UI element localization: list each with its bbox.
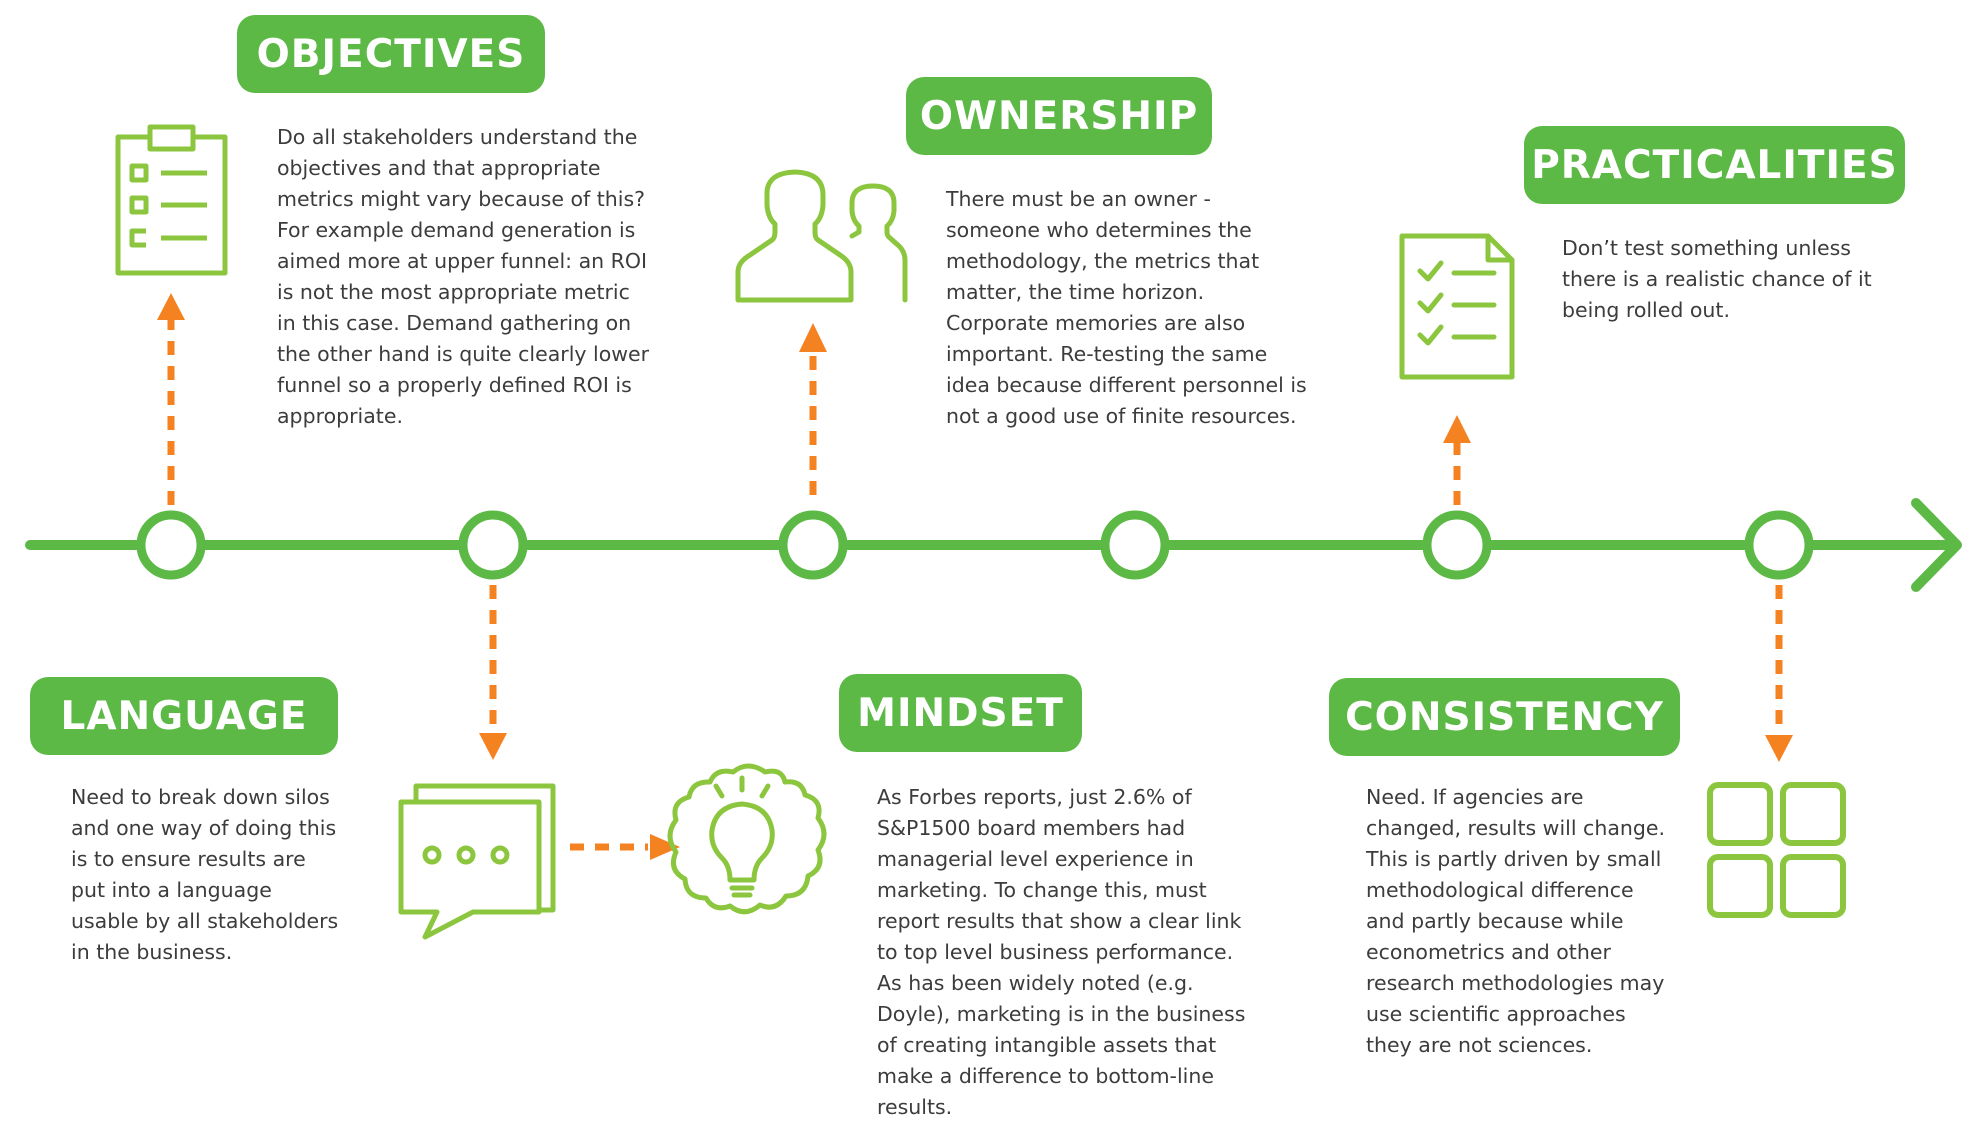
timeline-node-consistency — [1744, 510, 1814, 580]
people-icon — [735, 169, 908, 303]
clipboard-list-icon — [115, 124, 228, 276]
consistency-description: Need. If agencies are changed, results w… — [1366, 785, 1666, 1057]
timeline-node-ownership — [778, 510, 848, 580]
practicalities-description: Don’t test something unless there is a r… — [1562, 236, 1872, 322]
timeline-node-mindset — [1100, 510, 1170, 580]
consistency-title: CONSISTENCY — [1329, 678, 1680, 756]
lightbulb-brain-icon — [667, 763, 827, 915]
timeline-node-objectives — [136, 510, 206, 580]
mindset-description: As Forbes reports, just 2.6% of S&P1500 … — [877, 785, 1246, 1119]
timeline-node-practicalities — [1422, 510, 1492, 580]
arrowhead-ownership — [799, 323, 827, 352]
practicalities-title: PRACTICALITIES — [1524, 126, 1905, 204]
arrowhead-practicalities — [1443, 415, 1471, 443]
arrowhead-consistency — [1765, 735, 1793, 762]
mindset-title: MINDSET — [839, 674, 1082, 752]
ownership-title: OWNERSHIP — [906, 77, 1212, 155]
arrowhead-language — [479, 733, 507, 760]
language-title: LANGUAGE — [30, 677, 338, 755]
objectives-title: OBJECTIVES — [237, 15, 545, 93]
checklist-document-icon — [1399, 233, 1515, 380]
arrowhead-language-to-mindset — [650, 834, 680, 860]
chat-bubbles-icon — [398, 783, 556, 940]
timeline-arrowhead — [1911, 498, 1962, 592]
grid-squares-icon — [1707, 782, 1846, 918]
arrowhead-objectives — [157, 293, 185, 320]
ownership-description: There must be an owner - someone who det… — [946, 187, 1307, 428]
timeline-node-language — [458, 510, 528, 580]
objectives-description: Do all stakeholders understand the objec… — [277, 125, 650, 428]
language-description: Need to break down silos and one way of … — [71, 785, 339, 964]
